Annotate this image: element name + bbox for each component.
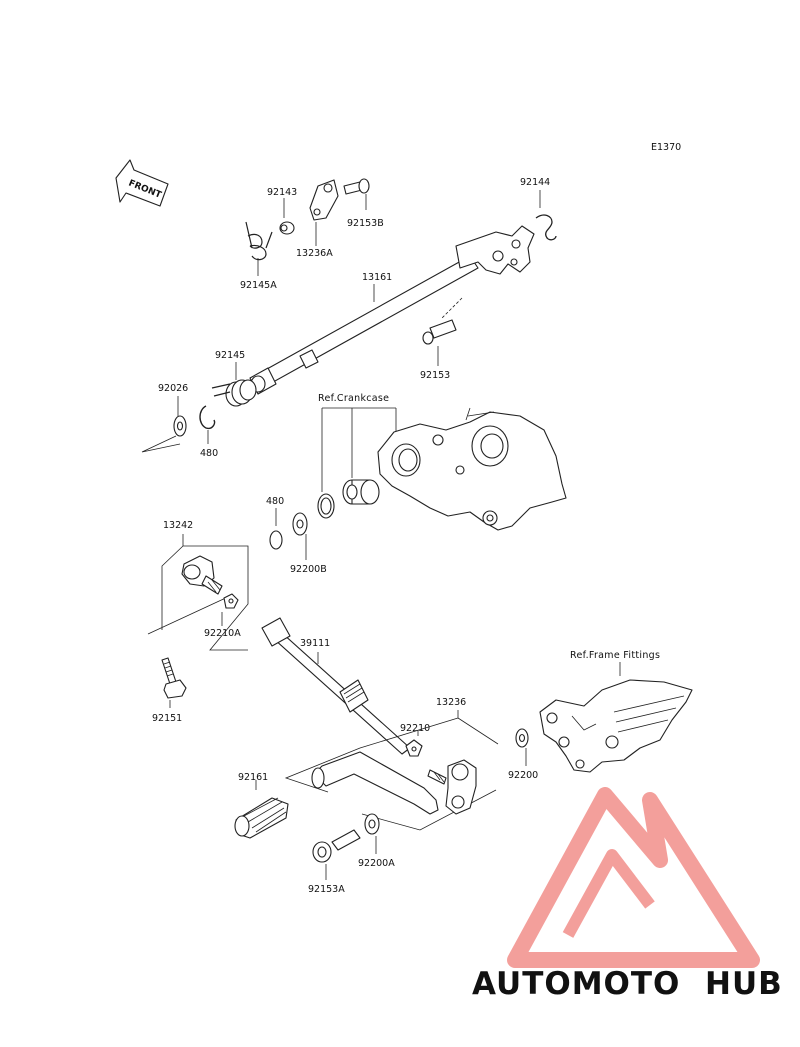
spring-92145 [211, 379, 257, 407]
lever-13242 [181, 555, 223, 595]
frame-fittings-reference [539, 679, 693, 773]
label-92200B: 92200B [290, 564, 327, 575]
watermark-logo-icon [507, 787, 760, 968]
front-arrow-icon: FRONT [115, 159, 169, 207]
label-480-lower: 480 [266, 496, 284, 507]
ref-frame-fittings: Ref.Frame Fittings [570, 650, 660, 661]
lever-13236A [309, 179, 339, 221]
label-13242: 13242 [163, 520, 193, 531]
rubber-92161 [234, 797, 289, 839]
label-92153B: 92153B [347, 218, 384, 229]
label-480-upper: 480 [200, 448, 218, 459]
bolt-92153B [343, 178, 370, 195]
label-13236A: 13236A [296, 248, 333, 259]
watermark-text-primary: AUTOMOTO [472, 966, 680, 1002]
label-92026: 92026 [158, 383, 188, 394]
bolt-92153 [422, 319, 457, 345]
dashed-line-92153 [441, 297, 463, 319]
label-92153A: 92153A [308, 884, 345, 895]
label-92144: 92144 [520, 177, 550, 188]
ref-crankcase: Ref.Crankcase [318, 393, 389, 404]
label-92200: 92200 [508, 770, 538, 781]
label-13161: 13161 [362, 272, 392, 283]
shift-pedal-13236 [311, 751, 477, 815]
watermark-text-secondary: HUB [705, 966, 783, 1002]
label-39111: 39111 [300, 638, 330, 649]
circlip-480-upper [199, 405, 216, 430]
diagram-code: E1370 [651, 142, 681, 153]
label-92210A: 92210A [204, 628, 241, 639]
label-92161: 92161 [238, 772, 268, 783]
nut-92210A [223, 593, 239, 609]
label-92143: 92143 [267, 187, 297, 198]
needle-bearing [342, 479, 380, 505]
label-92200A: 92200A [358, 858, 395, 869]
automotohub-watermark: AUTOMOTO HUB [472, 787, 783, 1002]
oil-seal [317, 493, 335, 519]
spring-92145A [245, 221, 273, 261]
label-92153: 92153 [420, 370, 450, 381]
shift-shaft-13161 [249, 225, 535, 395]
spring-92144 [535, 214, 557, 241]
circlip-480-lower [269, 530, 283, 550]
label-13236: 13236 [436, 697, 466, 708]
bolt-92153A [312, 829, 361, 863]
crankcase-reference [377, 407, 567, 531]
collar-92143 [279, 221, 295, 235]
label-92145A: 92145A [240, 280, 277, 291]
label-92210: 92210 [400, 723, 430, 734]
nut-92210 [405, 739, 423, 757]
label-92151: 92151 [152, 713, 182, 724]
tie-rod-39111 [261, 617, 411, 755]
bolt-92151 [161, 657, 187, 699]
label-92145: 92145 [215, 350, 245, 361]
